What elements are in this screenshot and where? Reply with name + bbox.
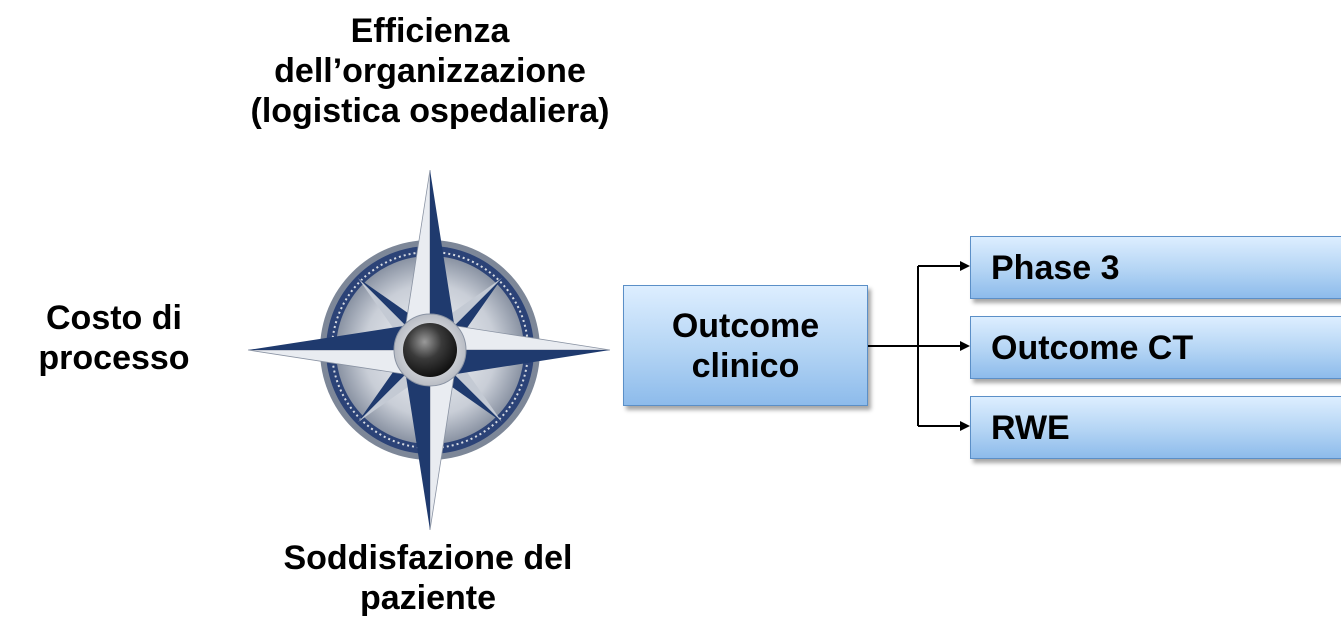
outcome-ct-label: Outcome CT bbox=[991, 328, 1194, 367]
bottom-axis-label-line-1: Soddisfazione del bbox=[283, 539, 573, 577]
phase-3-label: Phase 3 bbox=[991, 248, 1120, 287]
top-axis-label-line-3: (logistica ospedaliera) bbox=[250, 92, 610, 130]
outcome-clinico-box: Outcome clinico bbox=[623, 285, 868, 406]
rwe-label: RWE bbox=[991, 408, 1070, 447]
outcome-clinico-line-1: Outcome bbox=[671, 306, 820, 345]
top-axis-label-line-2: dell’organizzazione bbox=[274, 52, 586, 90]
top-axis-label: Efficienza dell’organizzazione (logistic… bbox=[200, 11, 660, 131]
top-axis-label-line-1: Efficienza bbox=[350, 12, 510, 50]
compass-hub bbox=[403, 323, 457, 377]
rwe-box: RWE bbox=[970, 396, 1341, 459]
outcome-ct-box: Outcome CT bbox=[970, 316, 1341, 379]
bottom-axis-label-line-2: paziente bbox=[359, 579, 497, 617]
left-axis-label-line-2: processo bbox=[38, 339, 190, 377]
phase-3-box: Phase 3 bbox=[970, 236, 1341, 299]
left-axis-label: Costo di processo bbox=[8, 298, 220, 378]
left-axis-label-line-1: Costo di bbox=[46, 299, 182, 337]
bottom-axis-label: Soddisfazione del paziente bbox=[228, 538, 628, 618]
outcome-clinico-line-2: clinico bbox=[691, 346, 800, 385]
compass-cardinal-points bbox=[247, 169, 611, 531]
